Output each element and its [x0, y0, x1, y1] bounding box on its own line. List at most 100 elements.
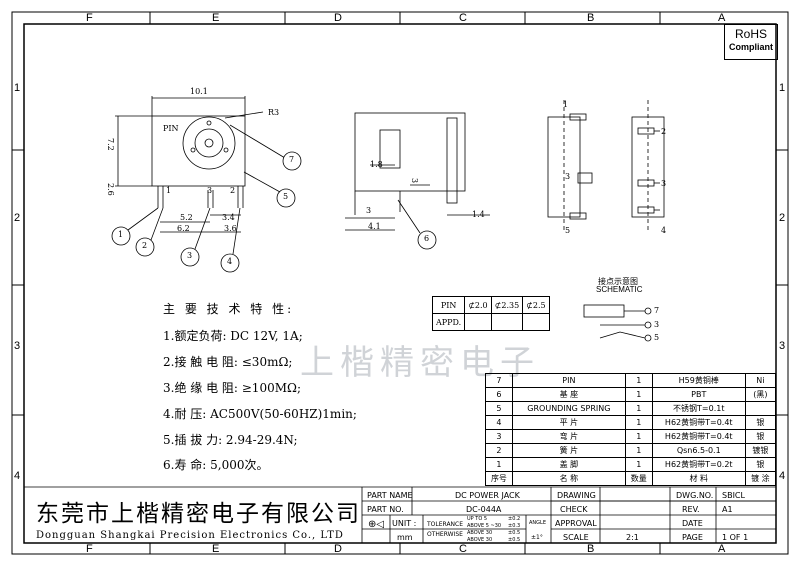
pin-num-1: 1 — [166, 186, 172, 195]
tol-val-2: ±0.3 — [508, 523, 521, 529]
schematic-pin-7: 7 — [654, 306, 660, 315]
bom-cell: 平 片 — [511, 415, 626, 430]
bom-cell: 6 — [485, 387, 513, 402]
pin-table-c3: ⊄2.5 — [522, 296, 550, 314]
col-label-b-bottom: B — [587, 543, 595, 555]
row-label-3: 3 — [14, 340, 21, 352]
title-block-grid — [24, 486, 776, 543]
page-label: PAGE — [682, 533, 703, 542]
col-label-a: A — [718, 12, 726, 24]
part-name-value: DC POWER JACK — [455, 491, 520, 500]
bom-cell: 1 — [624, 415, 653, 430]
bom-cell: PBT — [651, 387, 746, 402]
rev-value: A1 — [722, 505, 733, 514]
row-label-4: 4 — [14, 470, 21, 482]
side-pin-right-3: 3 — [661, 179, 667, 188]
col-label-b: B — [587, 12, 595, 24]
rohs-subtitle: Compliant — [729, 42, 773, 52]
dim-6-2: 6.2 — [177, 224, 190, 233]
bom-cell: 基 座 — [511, 387, 626, 402]
row-label-2-right: 2 — [779, 212, 786, 224]
bom-cell: 5 — [485, 401, 513, 416]
col-label-d-bottom: D — [334, 543, 342, 555]
bom-cell: 1 — [624, 457, 653, 472]
unit-value: mm — [397, 533, 413, 542]
bom-cell: (黑) — [744, 387, 777, 402]
dim-1-4: 1.4 — [472, 210, 485, 219]
angle-value: ±1° — [531, 534, 543, 541]
bom-cell: 镀 涂 — [744, 471, 777, 486]
pin-table-c1: ⊄2.0 — [464, 296, 492, 314]
pin-diameter-table: PIN ⊄2.0 ⊄2.35 ⊄2.5 APPD. — [431, 296, 550, 331]
dim-1-8: 1.8 — [370, 160, 383, 169]
bom-cell: 银 — [744, 457, 777, 472]
date-label: DATE — [682, 519, 703, 528]
bom-cell: 2 — [485, 443, 513, 458]
side-pin-left-3: 3 — [565, 172, 571, 181]
col-label-a-bottom: A — [718, 543, 726, 555]
pin-symbols — [547, 100, 665, 230]
spec-item-5: 5.插 拔 力: 2.94-29.4N; — [163, 433, 298, 447]
row-label-1-right: 1 — [779, 82, 786, 94]
dim-r3: R3 — [268, 108, 280, 117]
unit-label: UNIT : — [392, 519, 417, 528]
pin-table-pin: PIN — [431, 296, 466, 314]
schematic-symbol — [583, 304, 652, 342]
tol-line-2: ABOVE 5 ~30 — [467, 523, 502, 529]
schematic-pin-3: 3 — [654, 320, 660, 329]
schematic-title-cn: 接点示意图 — [598, 277, 638, 286]
dim-3: 3 — [366, 206, 372, 215]
bom-cell: 4 — [485, 415, 513, 430]
row-label-4-right: 4 — [779, 470, 786, 482]
bom-cell: 名 称 — [511, 471, 626, 486]
bom-cell: H62黄铜带T=0.4t — [651, 429, 746, 444]
pin-label: PIN — [163, 124, 179, 133]
bom-cell: 弯 片 — [511, 429, 626, 444]
bom-cell: Ni — [744, 373, 777, 388]
rev-label: REV. — [682, 505, 700, 514]
pin-num-3: 3 — [207, 186, 213, 195]
balloon-7: 7 — [289, 155, 295, 164]
scale-label: SCALE — [563, 533, 589, 542]
side-view — [345, 112, 490, 231]
col-label-f: F — [86, 12, 93, 24]
scale-value: 2:1 — [626, 533, 639, 542]
dim-5-2: 5.2 — [180, 213, 193, 222]
dim-3-vert: 3 — [410, 178, 419, 184]
drawing-label: DRAWING — [557, 491, 596, 500]
bom-cell: 7 — [485, 373, 513, 388]
bom-cell: 3 — [485, 429, 513, 444]
bom-cell: GROUNDING SPRING — [511, 401, 626, 416]
bom-cell: H59黄铜棒 — [651, 373, 746, 388]
dim-2-6: 2.6 — [106, 183, 115, 196]
spec-item-2: 2.接 触 电 阻: ≤30mΩ; — [163, 355, 293, 369]
approval-label: APPROVAL — [555, 519, 597, 528]
tol-val-3: ±0.5 — [508, 530, 521, 536]
check-label: CHECK — [560, 505, 588, 514]
dim-3-6: 3.6 — [224, 224, 237, 233]
balloon-1: 1 — [118, 230, 124, 239]
rohs-badge: RoHS Compliant — [724, 24, 778, 60]
bom-cell: 银 — [744, 415, 777, 430]
angle-label: ANGLE — [529, 520, 546, 526]
pin-num-2: 2 — [230, 186, 236, 195]
part-no-value: DC-044A — [466, 505, 502, 514]
spec-item-1: 1.额定负荷: DC 12V, 1A; — [163, 329, 303, 343]
front-balloons — [111, 151, 437, 273]
bom-cell: H62黄铜带T=0.4t — [651, 415, 746, 430]
dwg-no-value: SBICL — [722, 491, 745, 500]
side-pin-right-2: 2 — [661, 127, 667, 136]
dim-10-1: 10.1 — [190, 87, 208, 96]
col-label-e: E — [212, 12, 220, 24]
bom-cell: 1 — [624, 443, 653, 458]
row-label-1: 1 — [14, 82, 21, 94]
row-label-2: 2 — [14, 212, 21, 224]
side-pin-left-5: 5 — [565, 226, 571, 235]
col-label-c-bottom: C — [459, 543, 467, 555]
bom-cell: 不锈钢T=0.1t — [651, 401, 746, 416]
bom-cell: 1 — [485, 457, 513, 472]
tol-val-4: ±0.5 — [508, 537, 521, 543]
